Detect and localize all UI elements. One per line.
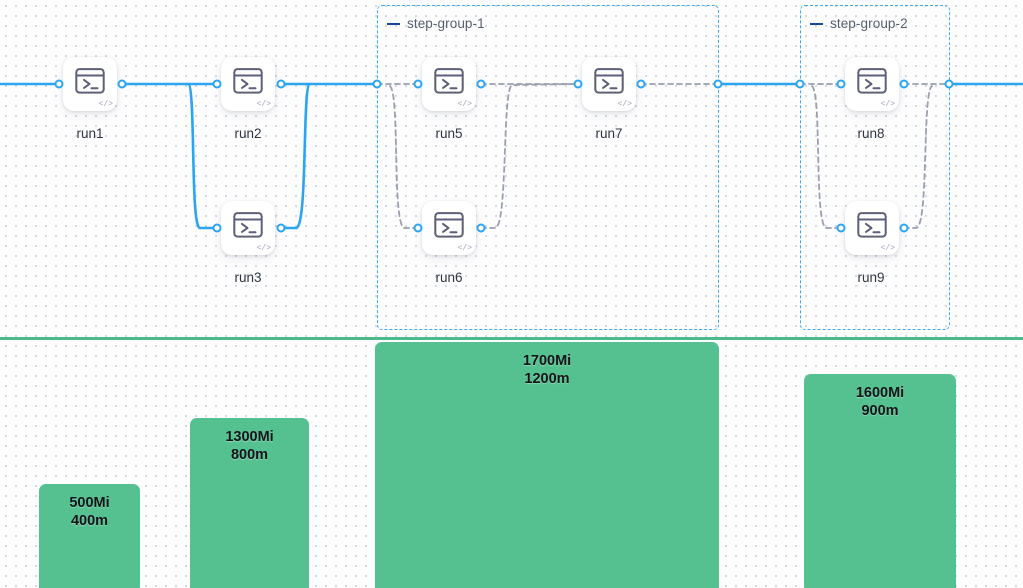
node-run7[interactable]: </> xyxy=(582,57,636,111)
port-group1-out[interactable] xyxy=(713,79,723,89)
code-badge-icon: </> xyxy=(617,100,632,109)
port-run1-in[interactable] xyxy=(54,79,64,89)
resource-bar-4[interactable]: 1600Mi 900m xyxy=(804,374,956,588)
resource-bar-3-label: 1700Mi 1200m xyxy=(522,353,572,387)
group-label-step-group-2[interactable]: step-group-2 xyxy=(810,16,908,31)
node-label-run3: run3 xyxy=(234,270,262,285)
edge-run3-merge xyxy=(279,82,312,230)
resource-bar-2[interactable]: 1300Mi 800m xyxy=(190,418,309,588)
port-run3-in[interactable] xyxy=(212,223,222,233)
resource-section-divider xyxy=(0,337,1023,340)
node-run8[interactable]: </> xyxy=(845,57,899,111)
node-run1[interactable]: </> xyxy=(63,57,117,111)
port-run8-out[interactable] xyxy=(899,79,909,89)
group-box-step-group-2[interactable] xyxy=(800,5,950,330)
port-group1-in[interactable] xyxy=(372,79,382,89)
code-badge-icon: </> xyxy=(880,100,895,109)
node-label-run2: run2 xyxy=(234,126,262,141)
code-badge-icon: </> xyxy=(457,244,472,253)
node-run3[interactable]: </> xyxy=(221,201,275,255)
port-group2-out[interactable] xyxy=(944,79,954,89)
port-group2-in[interactable] xyxy=(795,79,805,89)
resource-bar-4-label: 1600Mi 900m xyxy=(855,385,905,419)
collapse-minus-icon[interactable] xyxy=(387,22,400,25)
node-label-run8: run8 xyxy=(857,126,885,141)
port-run2-out[interactable] xyxy=(276,79,286,89)
port-run6-in[interactable] xyxy=(413,223,423,233)
node-run2[interactable]: </> xyxy=(221,57,275,111)
node-label-run9: run9 xyxy=(857,270,885,285)
port-run1-out[interactable] xyxy=(117,79,127,89)
port-run5-out[interactable] xyxy=(476,79,486,89)
collapse-minus-icon[interactable] xyxy=(810,22,823,25)
code-badge-icon: </> xyxy=(457,100,472,109)
node-label-run7: run7 xyxy=(595,126,623,141)
code-badge-icon: </> xyxy=(256,100,271,109)
port-run5-in[interactable] xyxy=(413,79,423,89)
port-run9-in[interactable] xyxy=(836,223,846,233)
port-run7-out[interactable] xyxy=(636,79,646,89)
node-label-run1: run1 xyxy=(76,126,104,141)
node-label-run5: run5 xyxy=(435,126,463,141)
port-run9-out[interactable] xyxy=(899,223,909,233)
group-name-text: step-group-2 xyxy=(830,16,908,31)
port-run3-out[interactable] xyxy=(276,223,286,233)
node-run9[interactable]: </> xyxy=(845,201,899,255)
group-label-step-group-1[interactable]: step-group-1 xyxy=(387,16,485,31)
terminal-icon xyxy=(75,68,105,99)
edge-run1-run3 xyxy=(186,82,219,230)
resource-bar-1-label: 500Mi 400m xyxy=(69,495,110,529)
terminal-icon xyxy=(594,68,624,99)
terminal-icon xyxy=(434,68,464,99)
port-run8-in[interactable] xyxy=(836,79,846,89)
terminal-icon xyxy=(857,68,887,99)
resource-bar-3[interactable]: 1700Mi 1200m xyxy=(375,342,719,588)
node-label-run6: run6 xyxy=(435,270,463,285)
port-run2-in[interactable] xyxy=(212,79,222,89)
code-badge-icon: </> xyxy=(98,100,113,109)
code-badge-icon: </> xyxy=(880,244,895,253)
port-run7-in[interactable] xyxy=(573,79,583,89)
node-run5[interactable]: </> xyxy=(422,57,476,111)
code-badge-icon: </> xyxy=(256,244,271,253)
group-name-text: step-group-1 xyxy=(407,16,485,31)
resource-bar-1[interactable]: 500Mi 400m xyxy=(39,484,140,588)
terminal-icon xyxy=(233,212,263,243)
terminal-icon xyxy=(434,212,464,243)
terminal-icon xyxy=(233,68,263,99)
group-box-step-group-1[interactable] xyxy=(377,5,719,330)
node-run6[interactable]: </> xyxy=(422,201,476,255)
resource-bar-2-label: 1300Mi 800m xyxy=(225,429,274,463)
port-run6-out[interactable] xyxy=(476,223,486,233)
terminal-icon xyxy=(857,212,887,243)
